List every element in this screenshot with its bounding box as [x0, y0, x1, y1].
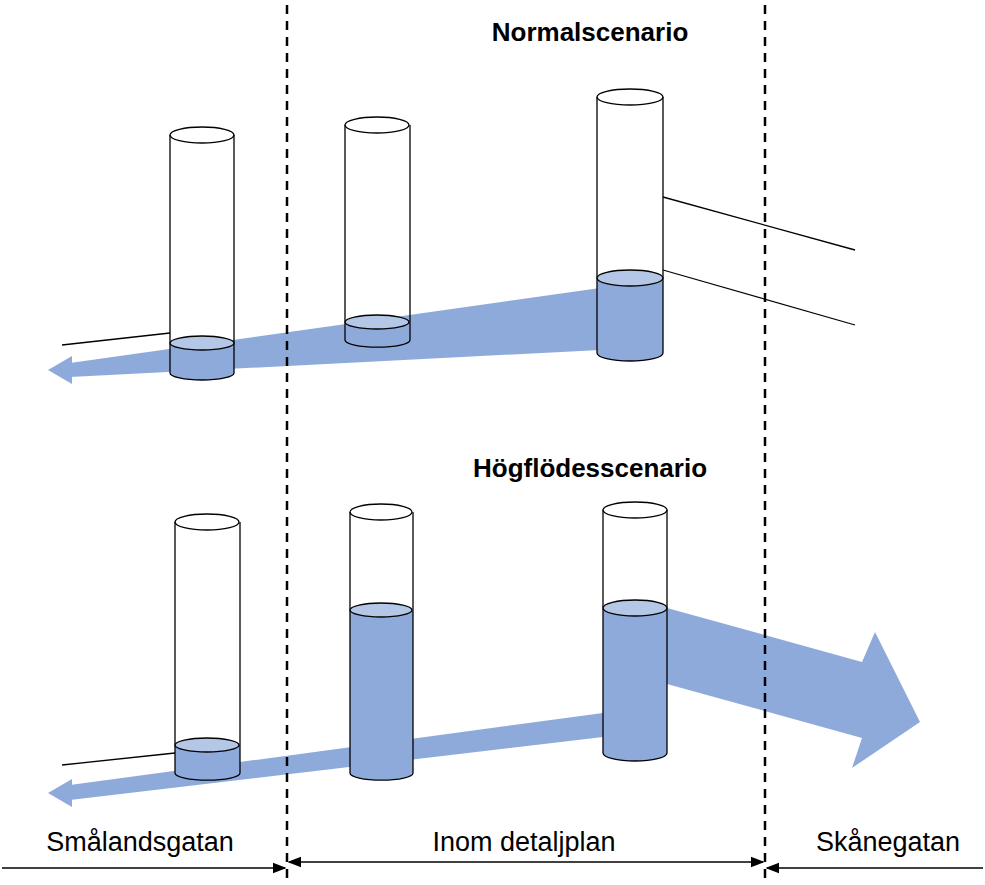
- zone-label: Inom detaljplan: [429, 828, 618, 858]
- street-label: Skånegatan: [813, 828, 963, 858]
- scenario-heading: Normalscenario: [492, 18, 689, 47]
- street-label: Smålandsgatan: [43, 828, 237, 858]
- scenario-heading: Högflödesscenario: [473, 454, 707, 483]
